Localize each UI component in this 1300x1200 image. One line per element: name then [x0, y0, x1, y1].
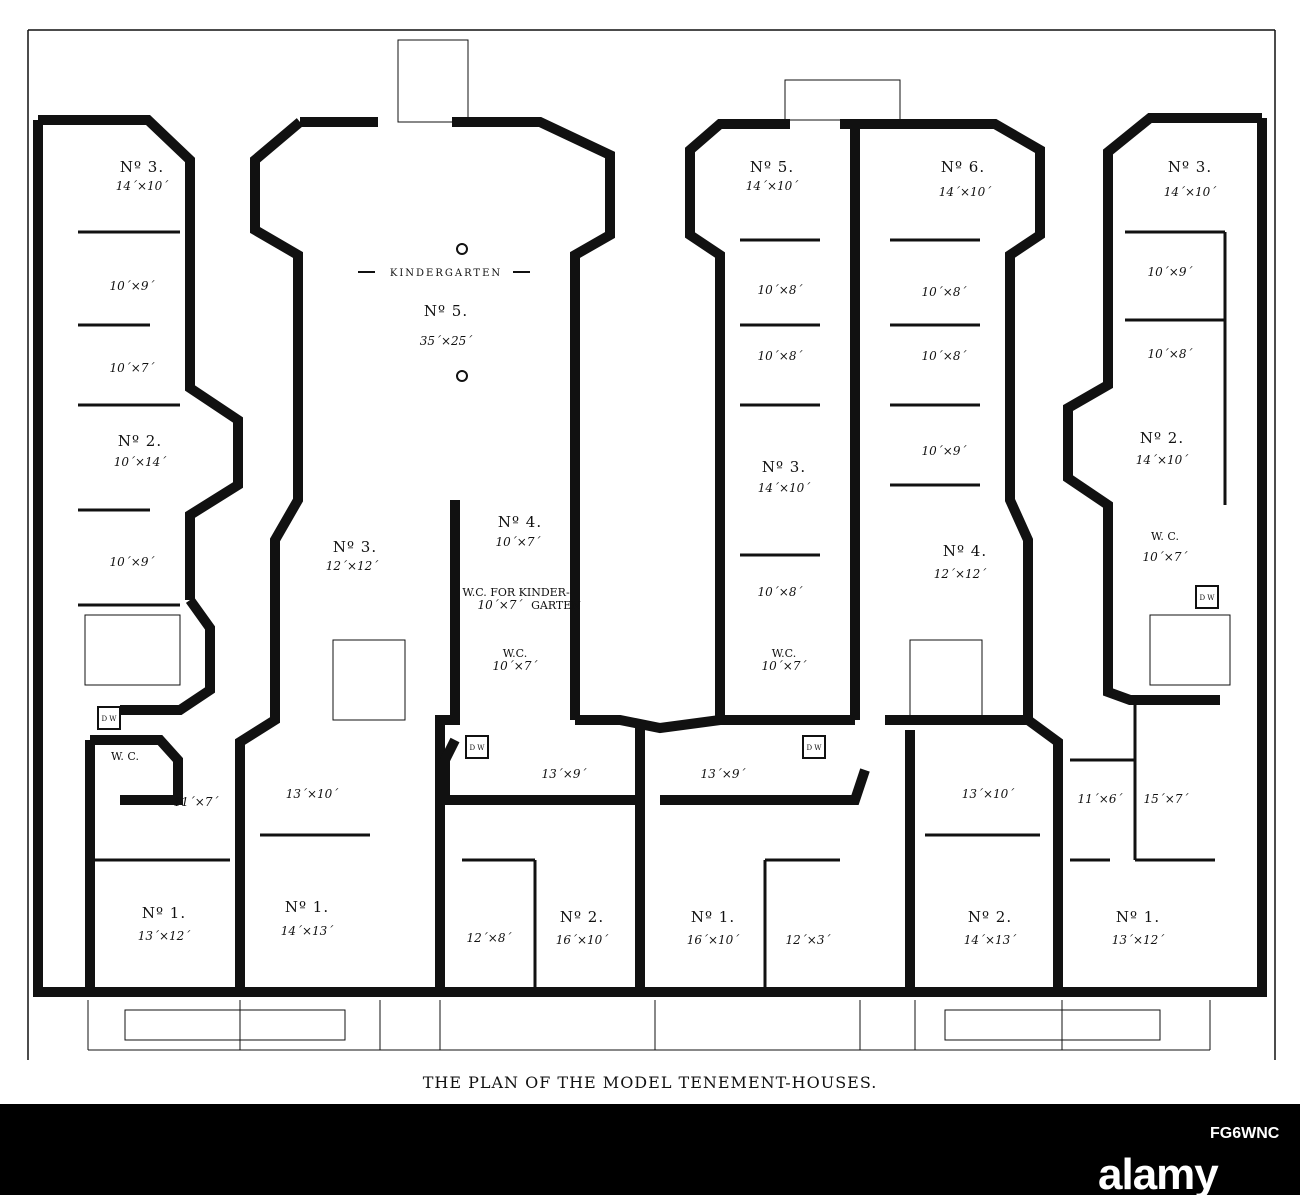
room-dimensions: 12´×8´	[467, 931, 513, 945]
walls	[33, 113, 1267, 997]
room-dimensions: 10´×8´	[758, 283, 804, 297]
room-dimensions: 13´×10´	[962, 787, 1016, 801]
room-number: Nº 1.	[1116, 908, 1160, 926]
room-number: Nº 3.	[1168, 158, 1212, 176]
dumbwaiter-label: D W	[1199, 594, 1215, 602]
room-dimensions: 14´×10´	[116, 179, 170, 193]
room-dimensions: 10´×7´	[493, 659, 539, 673]
room-dimensions: 10´×7´	[1143, 550, 1189, 564]
wc-label: W.C.	[503, 647, 527, 660]
room-dimensions: 16´×10´	[556, 933, 610, 947]
room-dimensions: 10´×7´	[478, 598, 524, 612]
room-number: Nº 2.	[1140, 429, 1184, 447]
room-dimensions: 10´×14´	[114, 455, 168, 469]
room-number: Nº 5.	[424, 302, 468, 320]
watermark-band	[0, 1104, 1300, 1195]
dumbwaiters	[97, 585, 1219, 759]
floor-plan: D W D W D W D W Nº 3. 14´×10´ 10´×9´ 10´…	[27, 29, 1276, 1060]
room-dimensions: 13´×10´	[286, 787, 340, 801]
frame-lines	[27, 29, 1276, 1060]
room-number: Nº 4.	[498, 513, 542, 531]
room-dimensions: 13´×9´	[701, 767, 747, 781]
room-number: Nº 5.	[750, 158, 794, 176]
dumbwaiter-label: D W	[469, 744, 485, 752]
room-dimensions: 14´×10´	[746, 179, 800, 193]
room-number: Nº 3.	[120, 158, 164, 176]
room-dimensions: 10´×8´	[758, 585, 804, 599]
room-dimensions: 10´×7´	[762, 659, 808, 673]
room-dimensions: 10´×9´	[110, 279, 156, 293]
room-dimensions: 10´×9´	[110, 555, 156, 569]
room-number: Nº 3.	[333, 538, 377, 556]
room-dimensions: 14´×10´	[939, 185, 993, 199]
stairs	[84, 39, 1231, 1041]
partitions	[78, 230, 1227, 990]
plan-caption: THE PLAN OF THE MODEL TENEMENT-HOUSES.	[422, 1073, 878, 1092]
room-number: Nº 1.	[142, 904, 186, 922]
room-dimensions: 10´×8´	[758, 349, 804, 363]
wc-label: W. C.	[1151, 530, 1179, 543]
kindergarten-columns	[358, 243, 530, 382]
room-number: Nº 2.	[118, 432, 162, 450]
room-dimensions: 10´×9´	[1148, 265, 1194, 279]
room-number: Nº 1.	[285, 898, 329, 916]
wc-label: W.C. FOR KINDER-	[462, 586, 570, 599]
room-dimensions: 13´×12´	[1112, 933, 1166, 947]
room-dimensions: 10´×7´	[110, 361, 156, 375]
room-dimensions: 14´×13´	[281, 924, 335, 938]
room-dimensions: 10´×7´	[496, 535, 542, 549]
room-number: Nº 1.	[691, 908, 735, 926]
street-rail	[87, 1000, 1211, 1051]
room-dimensions: 14´×13´	[964, 933, 1018, 947]
watermark-logo: alamy	[1098, 1150, 1219, 1199]
room-dimensions: 16´×10´	[687, 933, 741, 947]
room-number: Nº 6.	[941, 158, 985, 176]
room-dimensions: 35´×25´	[420, 334, 474, 348]
room-dimensions: 10´×9´	[922, 444, 968, 458]
room-dimensions: 14´×10´	[1164, 185, 1218, 199]
wc-label: W. C.	[111, 750, 139, 763]
room-dimensions: 12´×12´	[326, 559, 380, 573]
room-dimensions: 10´×8´	[922, 349, 968, 363]
room-dimensions: 11´×6´	[1078, 792, 1124, 806]
wc-label: W.C.	[772, 647, 796, 660]
room-number: Nº 2.	[560, 908, 604, 926]
image-id-label: FG6WNC	[1210, 1125, 1280, 1142]
room-dimensions: 10´×8´	[1148, 347, 1194, 361]
dumbwaiter-label: D W	[806, 744, 822, 752]
kindergarten-title: KINDERGARTEN	[390, 268, 502, 279]
room-number: Nº 2.	[968, 908, 1012, 926]
room-dimensions: 11´×7´	[174, 795, 220, 809]
room-dimensions: 13´×12´	[138, 929, 192, 943]
room-dimensions: 10´×8´	[922, 285, 968, 299]
dumbwaiter-label: D W	[101, 715, 117, 723]
room-dimensions: 15´×7´	[1144, 792, 1190, 806]
room-dimensions: 13´×9´	[542, 767, 588, 781]
room-dimensions: 14´×10´	[758, 481, 812, 495]
room-dimensions: 12´×3´	[786, 933, 832, 947]
wc-label: GARTEN	[531, 599, 581, 612]
room-labels: Nº 3. 14´×10´ 10´×9´ 10´×7´ Nº 2. 10´×14…	[110, 158, 1218, 947]
room-number: Nº 3.	[762, 458, 806, 476]
room-dimensions: 12´×12´	[934, 567, 988, 581]
room-dimensions: 14´×10´	[1136, 453, 1190, 467]
room-number: Nº 4.	[943, 542, 987, 560]
